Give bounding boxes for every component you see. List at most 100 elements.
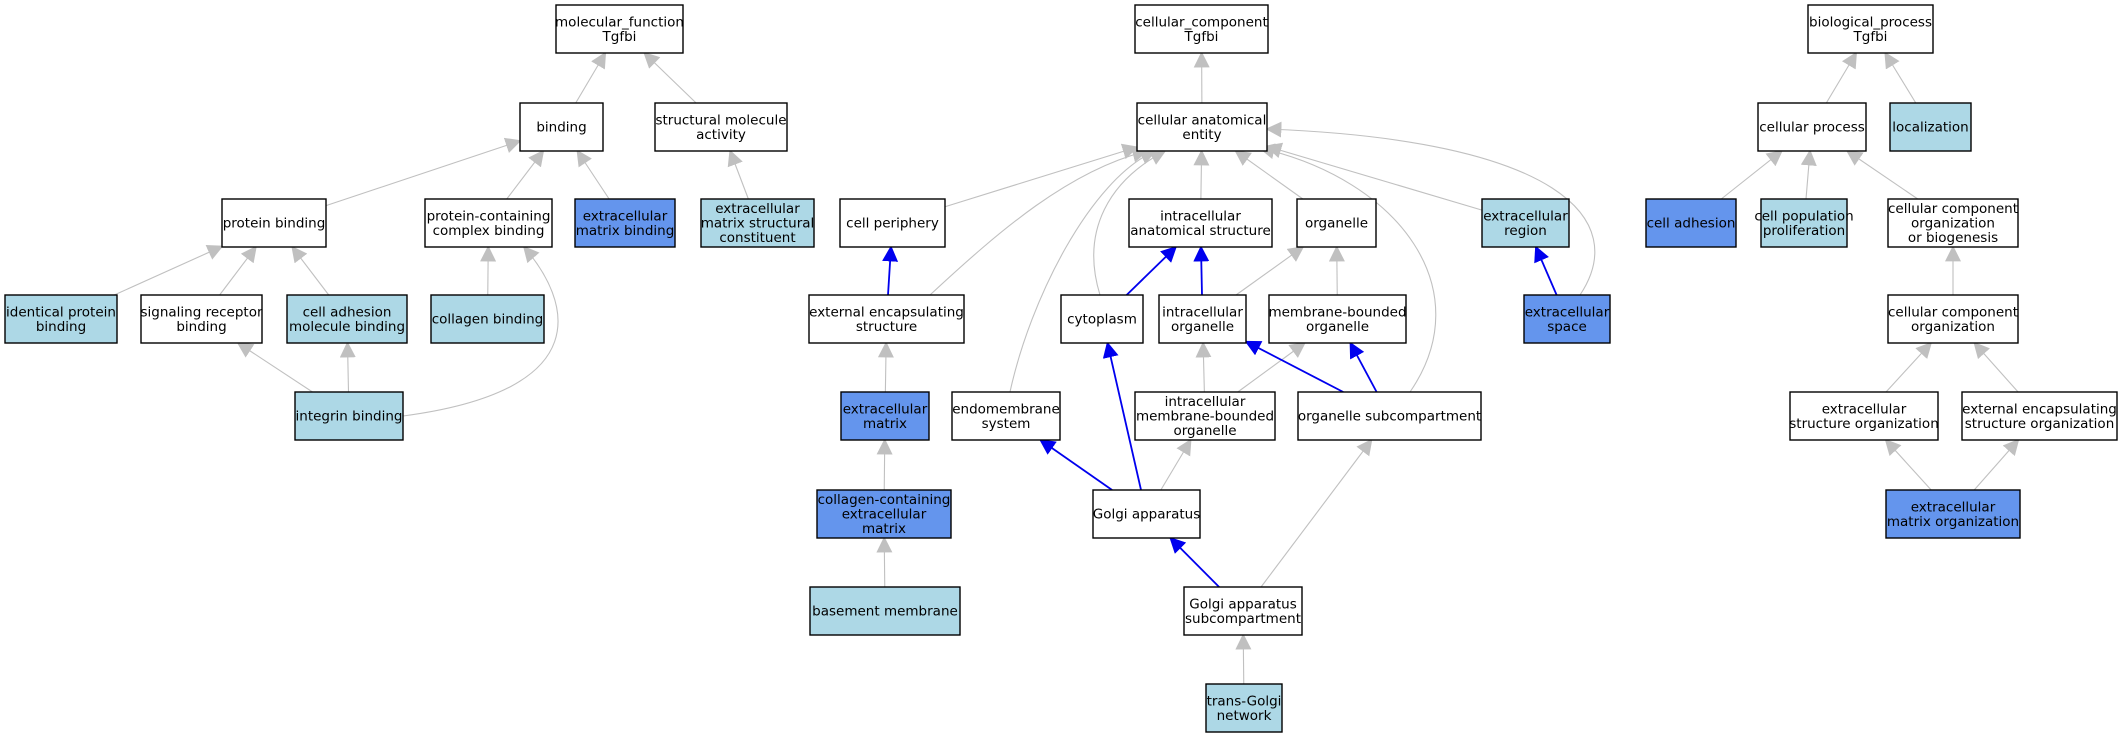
node-box-cell_periphery: [839, 198, 946, 248]
node-box-emb: [574, 198, 676, 248]
node-label-ca-line-0: cell adhesion: [1647, 216, 1736, 232]
node-protein_binding[interactable]: protein binding: [221, 198, 327, 248]
edge-ecs-to-cae: [1265, 121, 1596, 296]
node-label-ccob-line-2: or biogenesis: [1908, 230, 1998, 246]
node-box-ecs: [1523, 294, 1611, 344]
edge-emb-to-binding: [576, 149, 610, 200]
node-label-emo-line-0: extracellular: [1911, 499, 1996, 515]
node-box-ees: [808, 294, 965, 344]
node-label-ipb-line-1: binding: [36, 319, 86, 335]
node-label-ias-line-0: intracellular: [1160, 208, 1241, 224]
node-box-cae: [1136, 102, 1268, 152]
edge-cp-to-bp: [1825, 51, 1857, 104]
node-cell_periphery[interactable]: cell periphery: [839, 198, 946, 248]
node-label-ecs-line-0: extracellular: [1525, 304, 1610, 320]
node-integrin[interactable]: integrin binding: [294, 391, 404, 441]
node-label-bp-line-1: Tgfbi: [1853, 29, 1888, 45]
node-label-ecr-line-1: region: [1504, 223, 1547, 239]
node-label-gas-line-0: Golgi apparatus: [1189, 596, 1296, 612]
edges-layer: [114, 51, 2020, 685]
node-label-sma-line-0: structural molecule: [655, 112, 786, 128]
node-box-collagen_binding: [430, 294, 545, 344]
node-box-camb: [286, 294, 408, 344]
edge-ecr-to-cae: [1265, 142, 1483, 211]
node-label-endo-line-1: system: [982, 416, 1031, 432]
node-collagen_binding[interactable]: collagen binding: [430, 294, 545, 344]
node-box-gas: [1183, 586, 1303, 636]
node-box-endo: [951, 391, 1061, 441]
edge-pccb-to-binding: [506, 149, 545, 200]
edge-bm-to-ccecm: [876, 536, 893, 588]
node-box-osc: [1297, 391, 1482, 441]
node-label-emsc-line-0: extracellular: [715, 201, 800, 217]
node-label-cpp-line-0: cell population: [1754, 208, 1853, 224]
node-osc[interactable]: organelle subcompartment: [1297, 391, 1482, 441]
node-box-ccob: [1887, 198, 2019, 248]
node-organelle[interactable]: organelle: [1296, 198, 1377, 248]
node-box-io: [1158, 294, 1247, 344]
node-label-srb-line-1: binding: [176, 319, 226, 335]
node-label-collagen_binding-line-0: collagen binding: [432, 312, 544, 328]
node-binding[interactable]: binding: [519, 102, 604, 152]
node-label-endo-line-0: endomembrane: [952, 401, 1060, 417]
node-label-ccob-line-1: organization: [1911, 216, 1995, 232]
edge-ipb-to-protein_binding: [114, 245, 224, 296]
edge-binding-to-mf: [575, 51, 607, 104]
node-label-mf-line-0: molecular_function: [555, 14, 684, 30]
node-label-cell_periphery-line-0: cell periphery: [846, 216, 939, 232]
node-label-cae-line-1: entity: [1182, 127, 1221, 143]
node-box-loc: [1889, 102, 1972, 152]
node-label-pccb-line-1: complex binding: [433, 223, 545, 239]
node-box-bm: [809, 586, 961, 636]
node-box-mbo: [1268, 294, 1407, 344]
edge-loc-to-bp: [1884, 51, 1917, 104]
node-ca[interactable]: cell adhesion: [1645, 198, 1737, 248]
node-cp[interactable]: cellular process: [1757, 102, 1867, 152]
node-label-cp-line-0: cellular process: [1759, 120, 1865, 136]
node-box-emsc: [700, 198, 815, 248]
edge-emo-to-eeso: [1973, 438, 2020, 491]
node-loc[interactable]: localization: [1889, 102, 1972, 152]
node-label-cco-line-0: cellular component: [1888, 304, 2018, 320]
node-label-ias-line-1: anatomical structure: [1130, 223, 1271, 239]
edge-osc-to-io: [1244, 340, 1344, 393]
node-label-emsc-line-2: constituent: [719, 230, 795, 246]
node-cytoplasm[interactable]: cytoplasm: [1060, 294, 1144, 344]
edge-cell_periphery-to-cae: [944, 143, 1139, 208]
node-bm[interactable]: basement membrane: [809, 586, 961, 636]
node-golgi[interactable]: Golgi apparatus: [1092, 489, 1201, 539]
edge-ecs-to-ecr: [1534, 245, 1558, 296]
edge-ccecm-to-ecm: [876, 438, 893, 491]
